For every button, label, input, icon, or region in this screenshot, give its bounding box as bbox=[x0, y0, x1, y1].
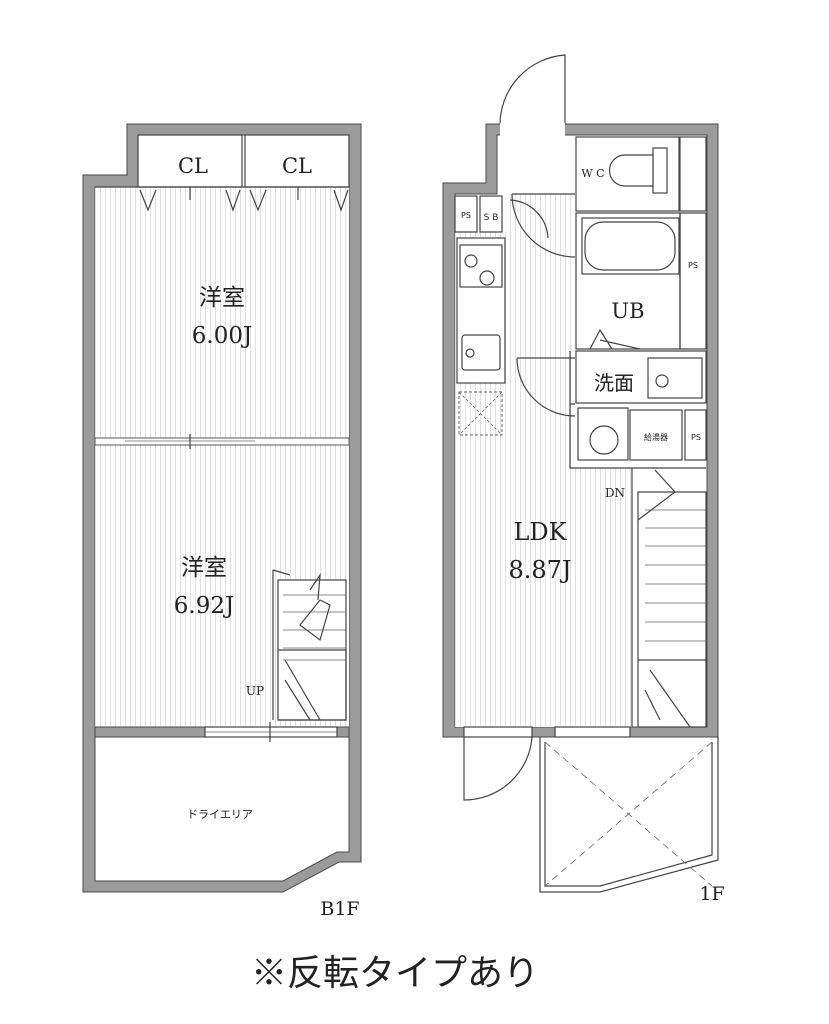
b1f-closet-left-label: CL bbox=[178, 154, 208, 178]
f1-ps-label-1: PS bbox=[461, 211, 471, 220]
f1-fridge-space bbox=[458, 391, 503, 436]
f1-ps-box-1 bbox=[454, 195, 478, 233]
b1f-stairs bbox=[272, 569, 347, 721]
f1-sb-box bbox=[479, 195, 503, 233]
f1-kitchen-sink bbox=[461, 334, 501, 371]
f1-washroom-label: 洗面 bbox=[594, 371, 634, 395]
b1f-closet-door-marks bbox=[139, 187, 349, 212]
f1-bath-door bbox=[589, 328, 641, 350]
b1f-closet-left bbox=[137, 134, 243, 188]
f1-water-heater-box bbox=[629, 409, 683, 461]
f1-wc-label: W C bbox=[581, 167, 604, 180]
b1f-room-upper-name: 洋室 bbox=[199, 285, 245, 311]
f1-stairs-label: DN bbox=[605, 486, 625, 500]
f1-entry-door-swing bbox=[499, 54, 566, 127]
f1-entry-porch bbox=[463, 726, 719, 893]
f1-washroom-door-swing bbox=[516, 357, 576, 417]
b1f-partition bbox=[94, 437, 350, 446]
f1-toilet-door-swing bbox=[511, 193, 576, 258]
b1f-room-upper-size: 6.00J bbox=[192, 323, 252, 349]
f1-toilet-tank bbox=[652, 147, 668, 194]
f1-ldk-name: LDK bbox=[513, 518, 567, 546]
b1f-stairs-label: UP bbox=[246, 684, 264, 698]
b1f-room-lower-name: 洋室 bbox=[181, 555, 227, 581]
f1-washing-machine bbox=[647, 357, 703, 399]
b1f-room-lower-size: 6.92J bbox=[174, 593, 234, 619]
reversed-type-note: ※反転タイプあり bbox=[251, 953, 539, 994]
f1-ps-label-2: PS bbox=[688, 261, 698, 270]
f1-stove-burner-2 bbox=[479, 270, 495, 286]
f1-water-heater-label: 給湯器 bbox=[644, 432, 668, 442]
b1f-dry-area-label: ドライエリア bbox=[187, 808, 253, 821]
f1-sb-label: S B bbox=[484, 213, 499, 223]
f1-bathtub bbox=[584, 221, 676, 271]
f1-floor-label: 1F bbox=[699, 883, 724, 905]
f1-ub-label: UB bbox=[611, 299, 644, 323]
f1-stove-burner-1 bbox=[464, 254, 478, 268]
f1-ldk-size: 8.87J bbox=[508, 556, 571, 584]
f1-toilet-bowl bbox=[608, 154, 654, 187]
f1-ps-box-3 bbox=[684, 409, 707, 461]
f1-ps-label-3: PS bbox=[691, 433, 701, 442]
b1f-room-upper-floor bbox=[95, 187, 349, 439]
f1-stairs bbox=[631, 468, 707, 728]
b1f-floor-label: B1F bbox=[320, 898, 359, 920]
b1f-plan: CL CL 洋室 6.00J 洋室 6.92J UP ドライエリア B1F bbox=[82, 123, 362, 920]
f1-wash-basin bbox=[589, 425, 619, 455]
f1-plan: PS S B W C PS UB 洗面 給湯器 PS DN LDK 8.87J … bbox=[442, 54, 725, 905]
b1f-closet-right-label: CL bbox=[282, 154, 312, 178]
